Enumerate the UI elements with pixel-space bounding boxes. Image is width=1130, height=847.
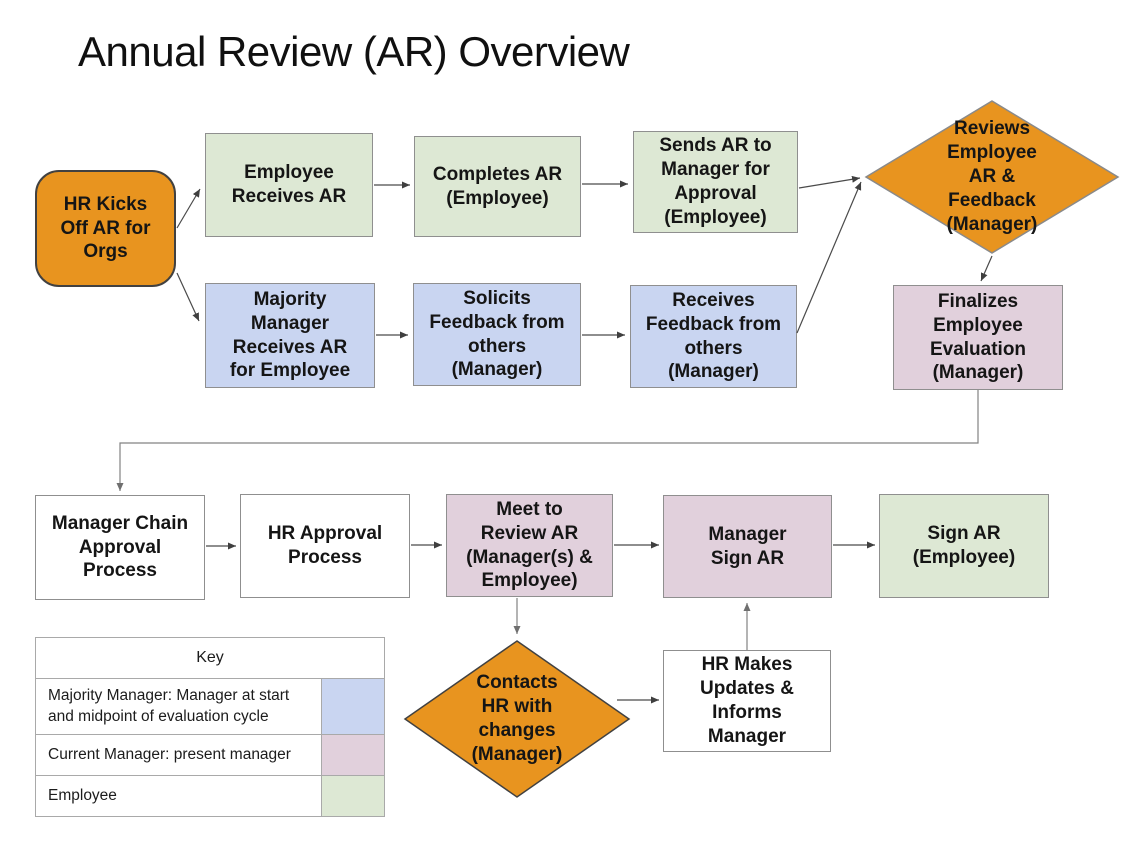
key-row-label: Majority Manager: Manager at start and m… [36,679,322,734]
node-receives-feedback: Receives Feedback from others (Manager) [630,285,797,388]
node-label: Sign AR (Employee) [912,523,1016,568]
node-sends-ar-to-manager: Sends AR to Manager for Approval (Employ… [633,131,798,233]
page-title: Annual Review (AR) Overview [78,28,630,75]
arrow-receives-feedback-to-reviews-diamond [796,181,862,334]
key-swatch-employee [322,776,384,816]
key-title: Key [36,638,384,679]
node-manager-sign-ar: Manager Sign AR [663,495,832,598]
node-sign-ar-employee: Sign AR (Employee) [879,494,1049,598]
node-label: Sends AR to Manager for Approval (Employ… [659,135,772,228]
node-label: Employee Receives AR [231,162,347,207]
node-hr-makes-updates: HR Makes Updates & Informs Manager [663,650,831,752]
node-label: Reviews Employee AR & Feedback (Manager) [946,118,1038,235]
arrow-sends-to-reviews-diamond [798,175,861,189]
key-swatch-majority-manager [322,679,384,734]
node-label: Completes AR (Employee) [432,163,563,209]
node-manager-chain-approval: Manager Chain Approval Process [35,495,205,600]
node-majority-manager-receives-ar: Majority Manager Receives AR for Employe… [205,283,375,388]
key-row-label: Employee [36,776,322,816]
node-hr-kicks-off-ar: HR Kicks Off AR for Orgs [35,170,176,287]
diamond-shape [864,100,1120,254]
key-table: Key Majority Manager: Manager at start a… [35,637,385,817]
key-swatch-current-manager [322,735,384,775]
diamond-polygon [403,640,631,798]
node-label: Receives Feedback from others (Manager) [645,289,782,383]
node-label: Majority Manager Receives AR for Employe… [229,288,351,382]
node-contacts-hr-with-changes: Contacts HR with changes (Manager) [403,639,631,799]
node-label: Solicits Feedback from others (Manager) [429,287,565,381]
diamond-shape [403,640,631,798]
node-solicits-feedback: Solicits Feedback from others (Manager) [413,283,581,386]
node-meet-to-review-ar: Meet to Review AR (Manager(s) & Employee… [446,494,613,597]
connector-finalizes-to-manager-chain [116,390,979,491]
node-label: HR Makes Updates & Informs Manager [700,654,794,747]
arrow-kickoff-to-majority-manager [176,272,200,322]
diamond-polygon [864,100,1120,254]
node-label: Manager Chain Approval Process [51,512,189,582]
node-hr-approval-process: HR Approval Process [240,494,410,598]
node-finalizes-employee-evaluation: Finalizes Employee Evaluation (Manager) [893,285,1063,390]
node-label: Finalizes Employee Evaluation (Manager) [929,290,1027,384]
node-label: Manager Sign AR [708,523,787,569]
node-completes-ar: Completes AR (Employee) [414,136,581,237]
key-row-employee: Employee [36,776,384,816]
key-row-current-manager: Current Manager: present manager [36,735,384,776]
node-label: HR Kicks Off AR for Orgs [60,193,151,263]
node-employee-receives-ar: Employee Receives AR [205,133,373,237]
arrow-reviews-diamond-to-finalizes [980,255,993,282]
key-row-majority-manager: Majority Manager: Manager at start and m… [36,679,384,735]
node-label: Contacts HR with changes (Manager) [471,672,563,765]
arrow-kickoff-to-employee-receives [176,188,201,229]
node-reviews-employee-ar-feedback: Reviews Employee AR & Feedback (Manager) [864,99,1120,255]
node-label: HR Approval Process [267,523,383,568]
key-row-label: Current Manager: present manager [36,735,322,775]
node-label: Meet to Review AR (Manager(s) & Employee… [466,498,593,592]
